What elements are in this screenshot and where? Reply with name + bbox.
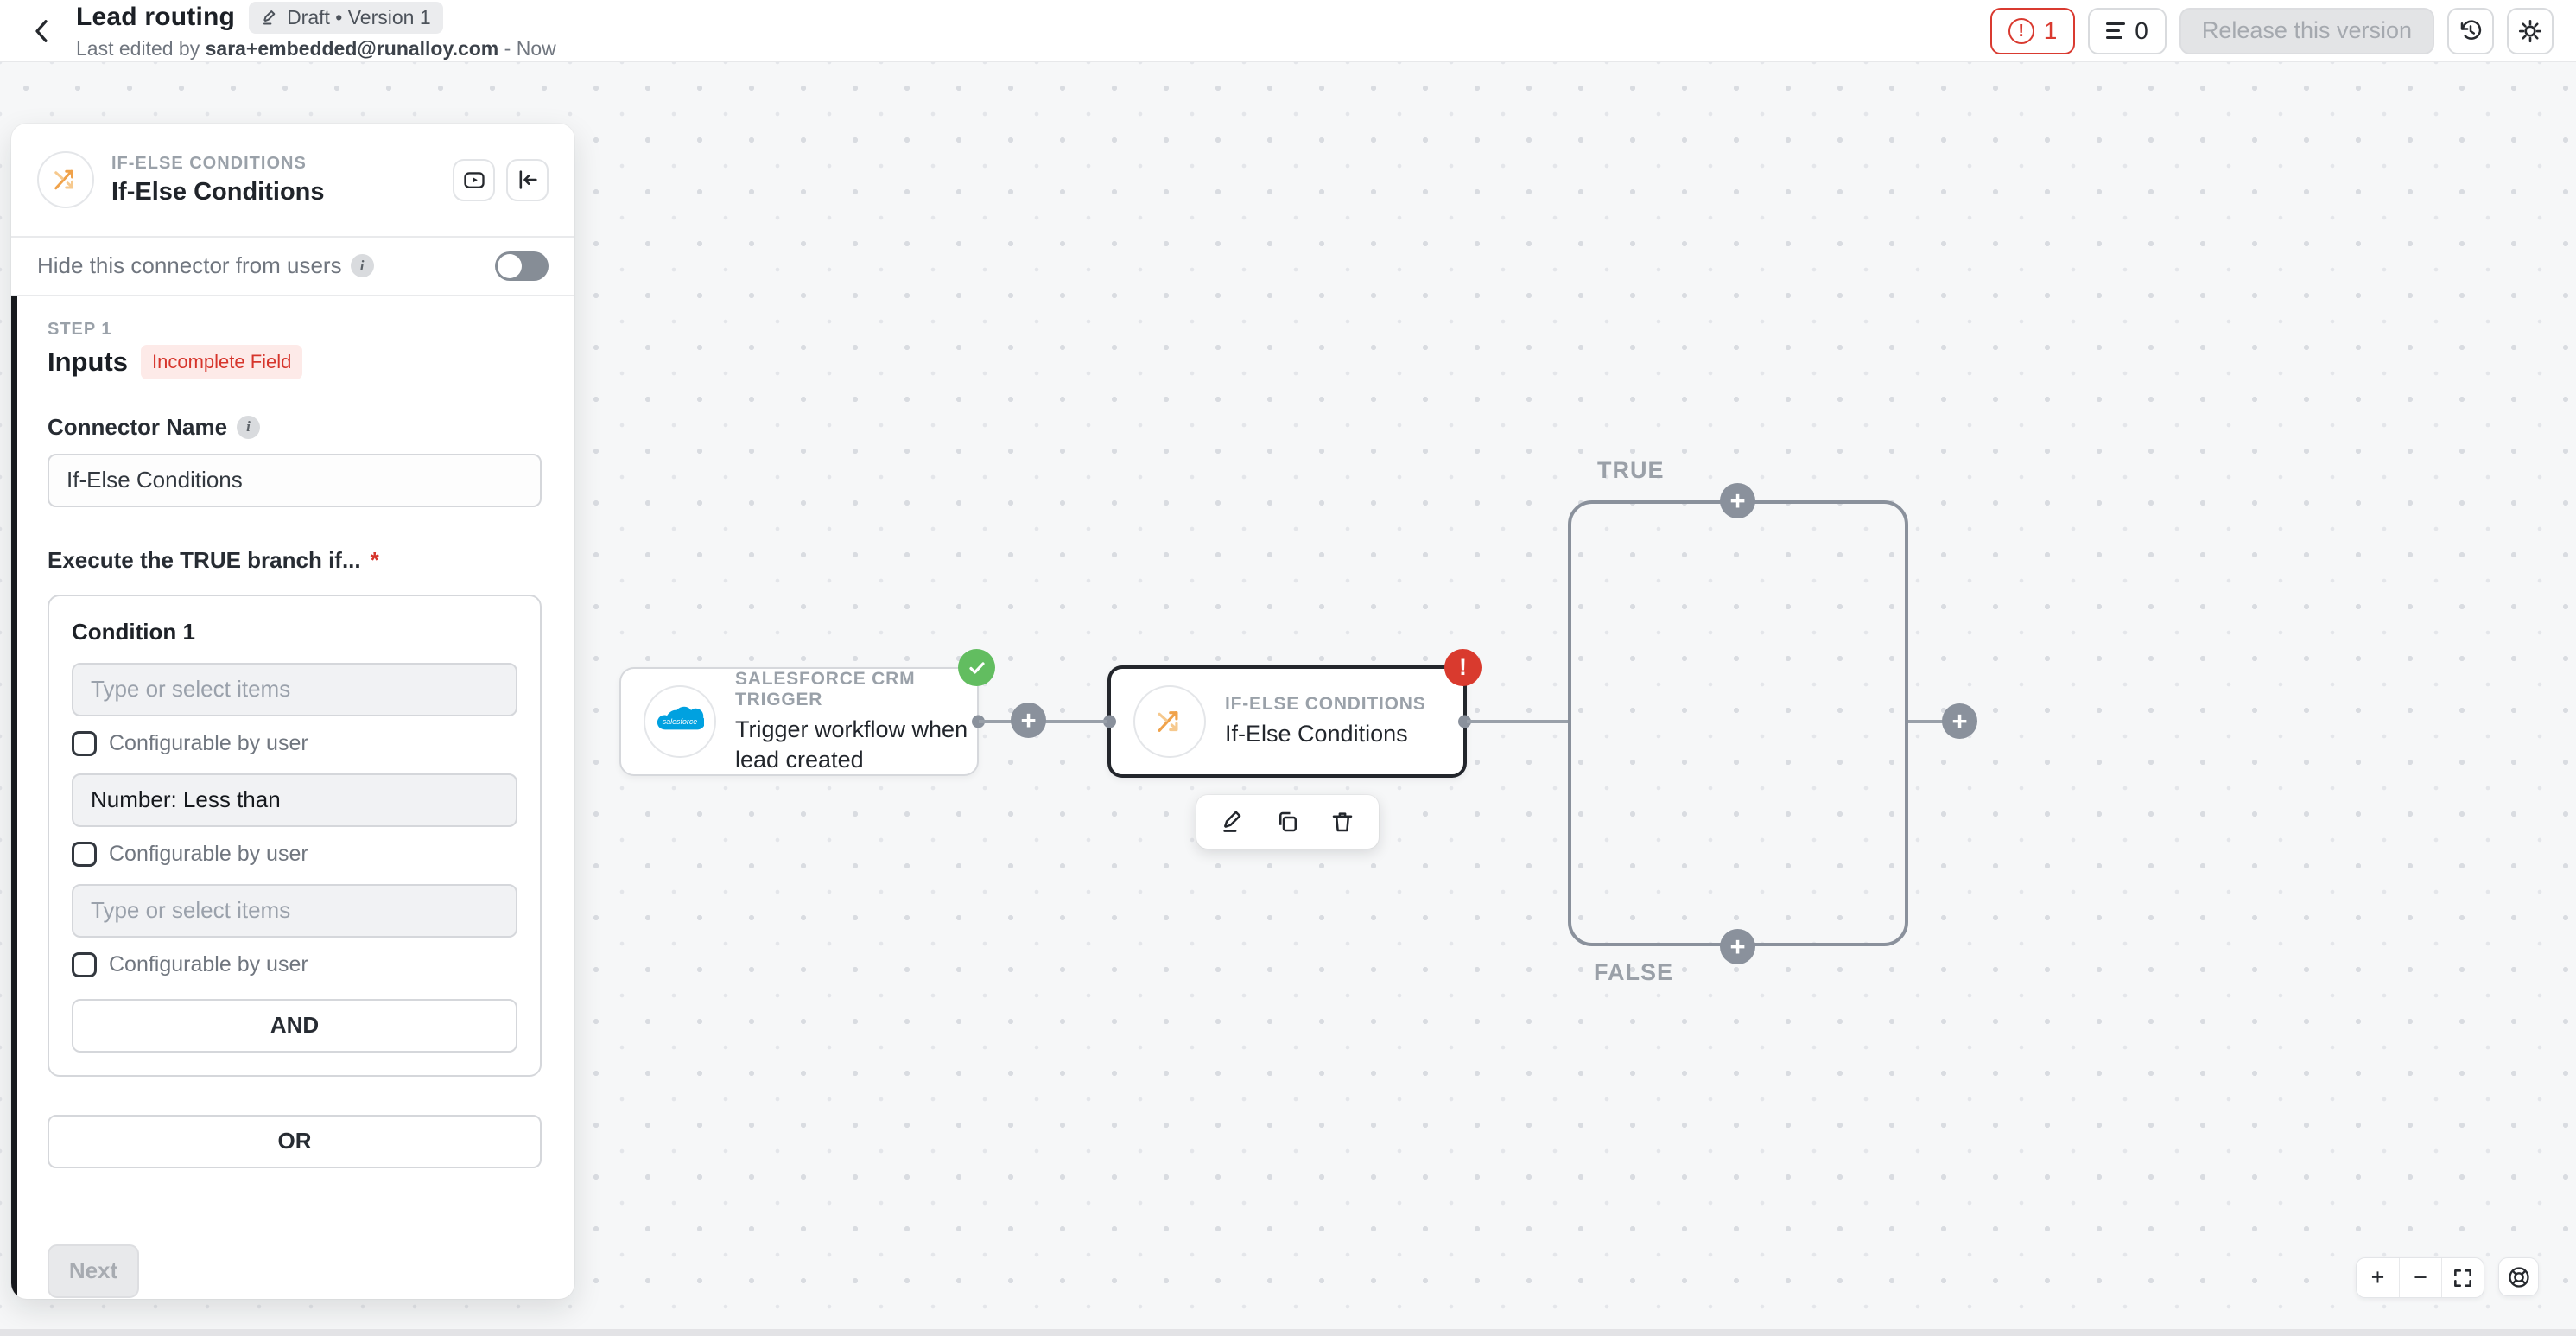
ifelse-shuffle-icon: [1133, 685, 1206, 758]
collapse-panel-button[interactable]: [506, 158, 549, 201]
connector-title: If-Else Conditions: [111, 177, 325, 206]
output-port: [1458, 715, 1471, 728]
copy-icon: [1278, 811, 1297, 832]
fit-view-button[interactable]: [2441, 1258, 2484, 1297]
back-button[interactable]: [22, 12, 60, 50]
ifelse-node-title: If-Else Conditions: [1225, 721, 1408, 748]
gear-icon: [2518, 19, 2542, 42]
fit-screen-icon: [2454, 1269, 2471, 1287]
connector-name-input[interactable]: If-Else Conditions: [48, 453, 542, 507]
ifelse-node-type: IF-ELSE CONDITIONS: [1225, 694, 1426, 715]
condition-left-operand-input[interactable]: Type or select items: [72, 662, 517, 716]
version-history-button[interactable]: [2447, 7, 2494, 54]
condition-group: Condition 1 Type or select items Configu…: [48, 594, 542, 1077]
last-edited-user: sara+embedded@runalloy.com: [205, 36, 499, 60]
workflow-title: Lead routing: [76, 3, 236, 31]
connector-config-panel: IF-ELSE CONDITIONS If-Else Conditions Hi…: [11, 124, 574, 1299]
zoom-in-button[interactable]: +: [2370, 1264, 2385, 1290]
trigger-node[interactable]: salesforce SALESFORCE CRM TRIGGER Trigge…: [619, 649, 995, 776]
node-success-badge: [958, 649, 995, 686]
next-step-button[interactable]: Next: [48, 1244, 139, 1298]
condition-right-operand-input[interactable]: Type or select items: [72, 883, 517, 938]
collapse-left-icon: [519, 170, 537, 189]
delete-node-button[interactable]: [1323, 803, 1361, 841]
required-asterisk: *: [370, 546, 379, 573]
error-count: 1: [2043, 16, 2058, 44]
last-edited-text: Last edited by sara+embedded@runalloy.co…: [76, 36, 556, 60]
connector-type-label: IF-ELSE CONDITIONS: [111, 153, 307, 173]
warnings-button[interactable]: 0: [2088, 7, 2167, 54]
help-button[interactable]: [2498, 1257, 2539, 1296]
release-version-button[interactable]: Release this version: [2179, 7, 2434, 54]
errors-button[interactable]: ! 1: [1989, 7, 2076, 54]
check-icon: [968, 661, 985, 674]
configurable-label: Configurable by user: [109, 730, 308, 755]
edit-node-button[interactable]: [1214, 803, 1252, 841]
filter-list-icon: [2106, 22, 2126, 40]
hide-connector-toggle[interactable]: [495, 251, 549, 281]
incomplete-field-badge: Incomplete Field: [141, 344, 303, 379]
configurable-checkbox[interactable]: [72, 951, 97, 977]
zoom-out-button[interactable]: −: [2399, 1258, 2441, 1297]
and-condition-button[interactable]: AND: [72, 998, 517, 1053]
edge-ifelse-to-branch: [1467, 720, 1568, 723]
salesforce-logo: salesforce: [644, 685, 716, 758]
condition-operator-select[interactable]: Number: Less than: [72, 773, 517, 827]
branch-loop-outline: [1568, 500, 1908, 946]
lifebuoy-icon: [2508, 1266, 2529, 1288]
active-step-indicator: [11, 295, 17, 1299]
info-icon: i: [237, 415, 261, 439]
trigger-node-title: Trigger workflow when lead created: [735, 716, 968, 773]
input-port: [1103, 715, 1116, 728]
trash-icon: [1333, 812, 1353, 832]
trigger-node-type: SALESFORCE CRM TRIGGER: [735, 669, 916, 710]
chevron-left-icon: [35, 19, 48, 42]
or-condition-button[interactable]: OR: [48, 1114, 542, 1168]
history-icon: [2460, 19, 2482, 40]
node-toolbar: [1196, 795, 1379, 849]
hide-connector-label: Hide this connector from users: [37, 252, 342, 278]
output-port: [972, 715, 985, 728]
ifelse-shuffle-icon: [37, 151, 94, 208]
step-title: Inputs: [48, 346, 128, 377]
configurable-checkbox[interactable]: [72, 841, 97, 867]
settings-button[interactable]: [2507, 7, 2554, 54]
configurable-label: Configurable by user: [109, 841, 308, 866]
alert-circle-icon: !: [2008, 17, 2034, 44]
divider: [11, 236, 574, 238]
top-bar: Lead routing Draft • Version 1 Last edit…: [0, 0, 2576, 62]
true-branch-label: TRUE: [1597, 457, 1665, 483]
configurable-label: Configurable by user: [109, 951, 308, 977]
add-step-after-button[interactable]: +: [1942, 703, 1977, 739]
info-icon: i: [350, 254, 374, 277]
ifelse-node[interactable]: ! IF-ELSE CONDITIONS If-Else Conditions: [1103, 649, 1482, 778]
window-bottom-edge: [0, 1329, 2576, 1336]
false-branch-label: FALSE: [1594, 959, 1674, 985]
video-icon: [463, 172, 485, 188]
add-false-step-button[interactable]: +: [1720, 929, 1755, 964]
version-status-badge[interactable]: Draft • Version 1: [249, 1, 443, 34]
connector-name-label: Connector Name: [48, 413, 228, 440]
svg-text:salesforce: salesforce: [663, 717, 697, 726]
canvas-zoom-controls: + −: [2356, 1257, 2484, 1298]
warning-count: 0: [2135, 16, 2148, 44]
version-status-text: Draft • Version 1: [287, 5, 431, 29]
duplicate-node-button[interactable]: [1269, 803, 1307, 841]
condition-title: Condition 1: [72, 618, 195, 645]
add-step-between-button[interactable]: +: [1011, 703, 1046, 738]
add-true-step-button[interactable]: +: [1720, 483, 1755, 518]
pencil-icon: [263, 10, 276, 25]
true-branch-condition-label: Execute the TRUE branch if...: [48, 546, 361, 573]
node-error-badge: !: [1444, 649, 1482, 686]
pencil-icon: [1223, 811, 1241, 832]
tutorial-video-button[interactable]: [453, 158, 495, 201]
configurable-checkbox[interactable]: [72, 730, 97, 756]
step-number-label: STEP 1: [48, 319, 112, 339]
edge-branch-to-plus: [1908, 720, 1945, 723]
